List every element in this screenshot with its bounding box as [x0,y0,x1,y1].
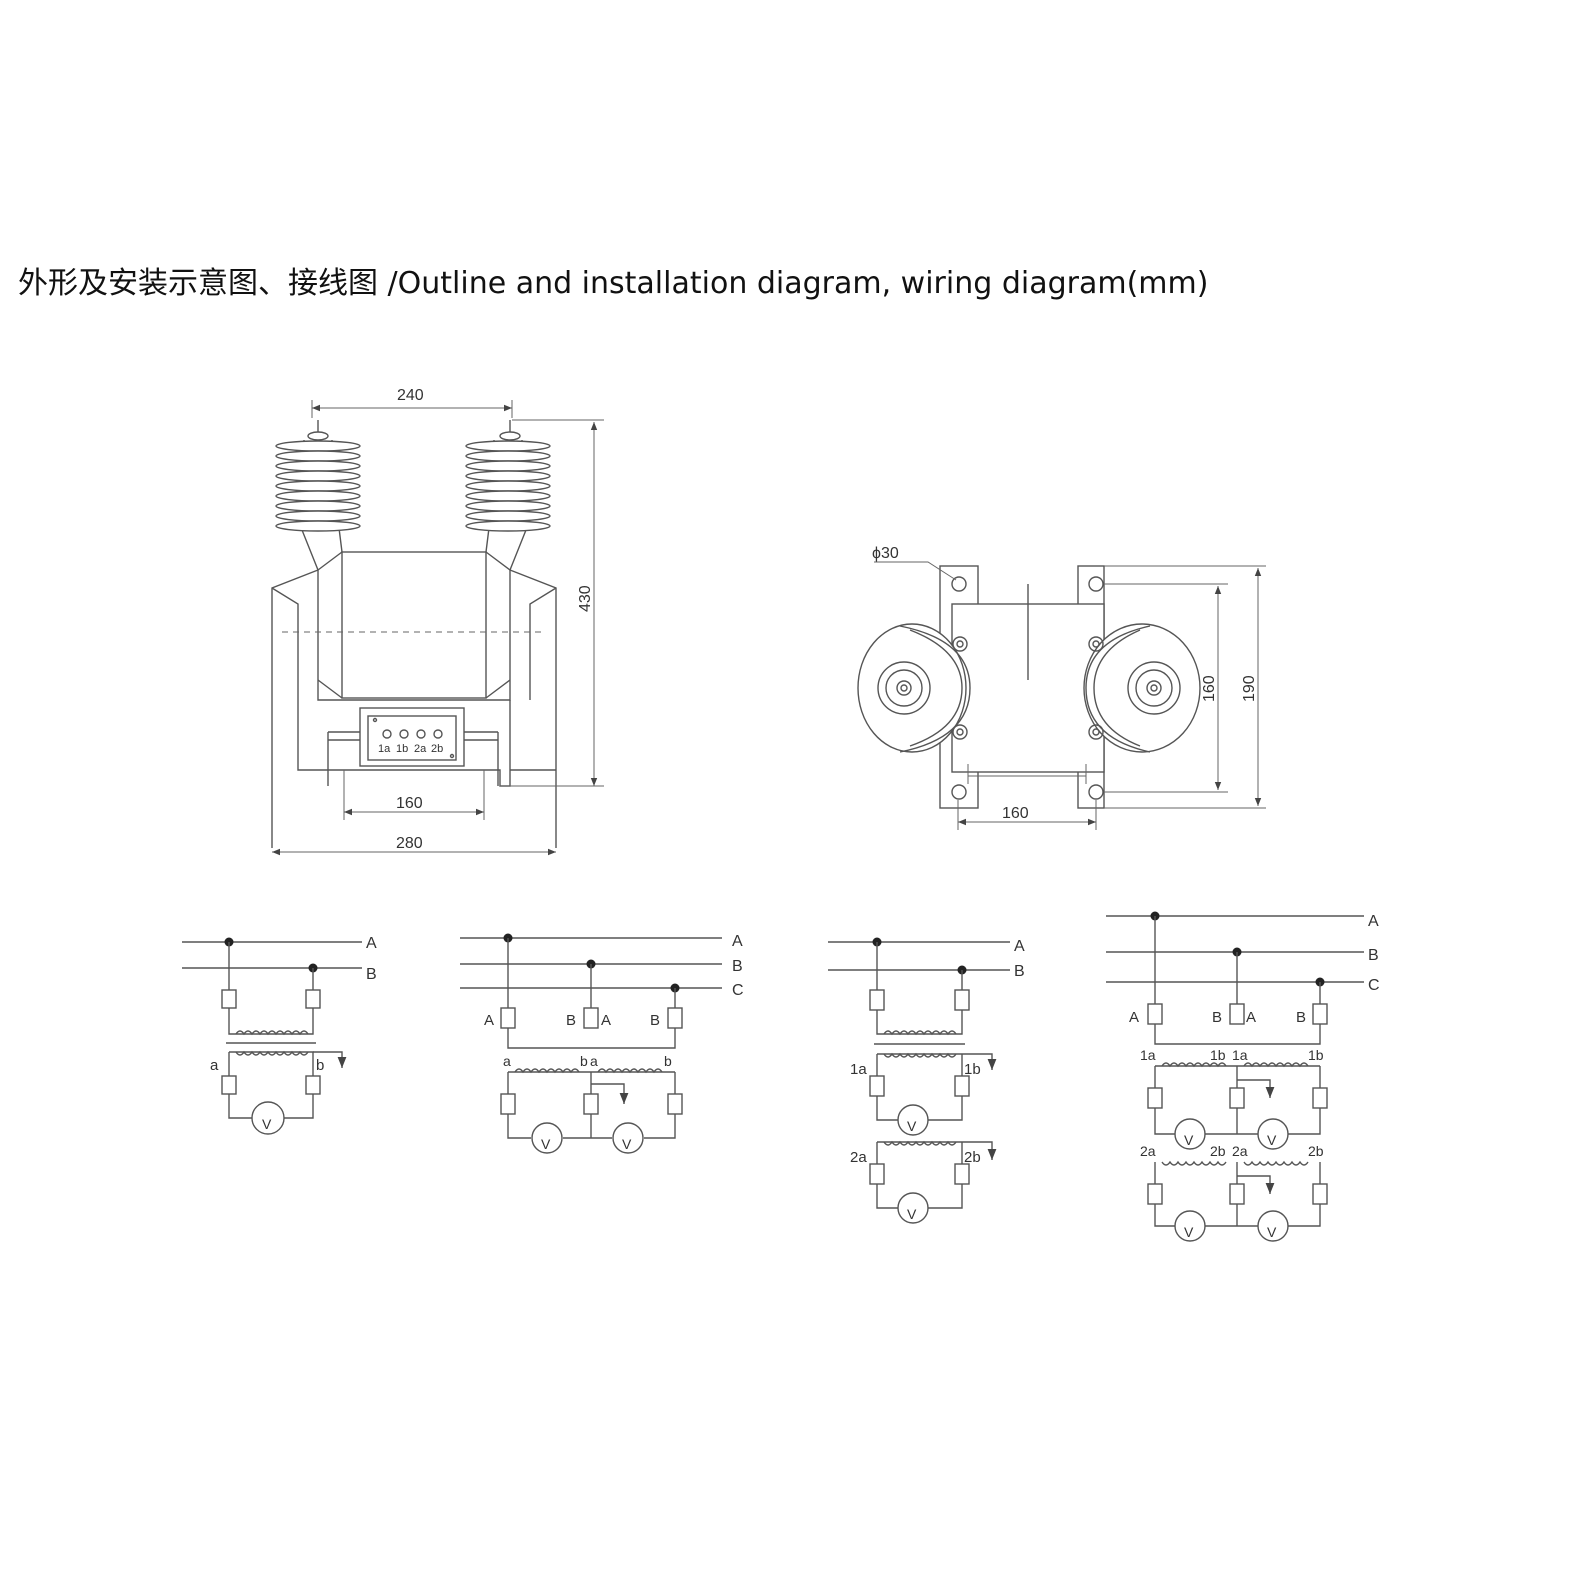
w4-meter-2: V [1267,1132,1277,1148]
w4-sec-2a-1: 2a [1140,1143,1156,1159]
w4-meter-4: V [1267,1224,1277,1240]
w1-line-a: A [366,935,377,952]
w1-meter: V [262,1116,272,1132]
w3-sec-1b: 1b [964,1061,981,1078]
w4-meter-3: V [1184,1224,1194,1240]
insulator-shed [275,460,361,472]
w1-sec-b: b [316,1057,324,1074]
terminal-label-2b: 2b [431,743,443,755]
insulator-shed [465,510,551,522]
dim-240: 240 [397,387,424,404]
w3-meter-1: V [907,1118,917,1134]
dim-190: 190 [1241,675,1258,702]
insulator-shed [275,520,361,532]
insulator-shed [275,490,361,502]
w2-line-a: A [732,933,743,950]
left-bushing [275,420,361,571]
voltmeter [251,1101,285,1135]
w2-line-c: C [732,982,744,999]
wiring-diagram-3: A B 1a 1b V 2a 2b V [828,937,1025,1224]
terminal-label-2a: 2a [414,743,427,755]
dim-430: 430 [577,585,594,612]
w3-sec-1a: 1a [850,1061,867,1078]
insulator-shed [275,480,361,492]
w3-line-b: B [1014,963,1025,980]
left-bushing-top [857,623,971,753]
w1-line-b: B [366,966,377,983]
insulator-shed [465,450,551,462]
w4-sec-1b-2: 1b [1308,1047,1324,1063]
front-view: 1a 1b 2a 2b 240 430 160 280 [271,387,604,856]
insulator-shed [465,470,551,482]
w2-pri-b1: B [566,1012,576,1029]
w4-meter-1: V [1184,1132,1194,1148]
dim-160-top: 160 [1002,805,1029,822]
w4-pri-a: A [1129,1009,1139,1026]
w2-pri-a2: A [601,1012,611,1029]
terminal-box [359,707,465,767]
dim-280: 280 [396,835,423,852]
terminal-studs: 1a 1b 2a 2b [372,717,455,759]
insulator-shed [275,470,361,482]
insulator-shed [465,500,551,512]
w4-sec-2b-1: 2b [1210,1143,1226,1159]
dim-160-side: 160 [1201,675,1218,702]
w4-sec-1a-1: 1a [1140,1047,1156,1063]
w4-sec-1a-2: 1a [1232,1047,1248,1063]
insulator-shed [465,520,551,532]
insulator-shed [275,450,361,462]
w2-pri-a: A [484,1012,494,1029]
insulator-shed [465,490,551,502]
w2-sec-b2: b [664,1053,672,1069]
w2-meter-2: V [622,1136,632,1152]
wiring-diagram-1: A B a b V [182,935,377,1135]
w4-line-a: A [1368,913,1379,930]
w4-pri-b2: B [1296,1009,1306,1026]
wiring-diagram-4: A B C A B A B 1a 1b 1a 1b V V 2a 2b 2a 2… [1106,911,1380,1242]
w2-line-b: B [732,958,743,975]
terminal-label-1a: 1a [378,743,391,755]
insulator-shed [465,460,551,472]
w2-pri-b2: B [650,1012,660,1029]
right-bushing [465,420,551,571]
insulator-shed [275,440,361,452]
w4-sec-2b-2: 2b [1308,1143,1324,1159]
dim-hole-30: ϕ30 [872,545,899,562]
w3-sec-2b: 2b [964,1149,981,1166]
w4-line-c: C [1368,977,1380,994]
right-bushing-top [1083,623,1201,753]
transformer-body [341,551,487,699]
w1-sec-a: a [210,1057,219,1074]
terminal-label-1b: 1b [396,743,408,755]
w3-line-a: A [1014,938,1025,955]
w4-pri-b1: B [1212,1009,1222,1026]
w2-meter-1: V [541,1136,551,1152]
w4-line-b: B [1368,947,1379,964]
w2-sec-a1: a [503,1053,511,1069]
insulator-shed [465,480,551,492]
w4-sec-1b-1: 1b [1210,1047,1226,1063]
w2-sec-a2: a [590,1053,598,1069]
w4-sec-2a-2: 2a [1232,1143,1248,1159]
insulator-shed [275,510,361,522]
insulator-shed [465,440,551,452]
dim-160-front: 160 [396,795,423,812]
wiring-diagram-2: A B C A B A B a b a b V V [460,933,744,1154]
w4-pri-a2: A [1246,1009,1256,1026]
w3-sec-2a: 2a [850,1149,867,1166]
base-frame [271,568,557,848]
insulator-shed [275,500,361,512]
w2-sec-b1: b [580,1053,588,1069]
w3-meter-2: V [907,1206,917,1222]
page-title: 外形及安装示意图、接线图 /Outline and installation d… [18,266,1209,301]
top-view: ϕ30 160 160 190 [857,545,1266,830]
